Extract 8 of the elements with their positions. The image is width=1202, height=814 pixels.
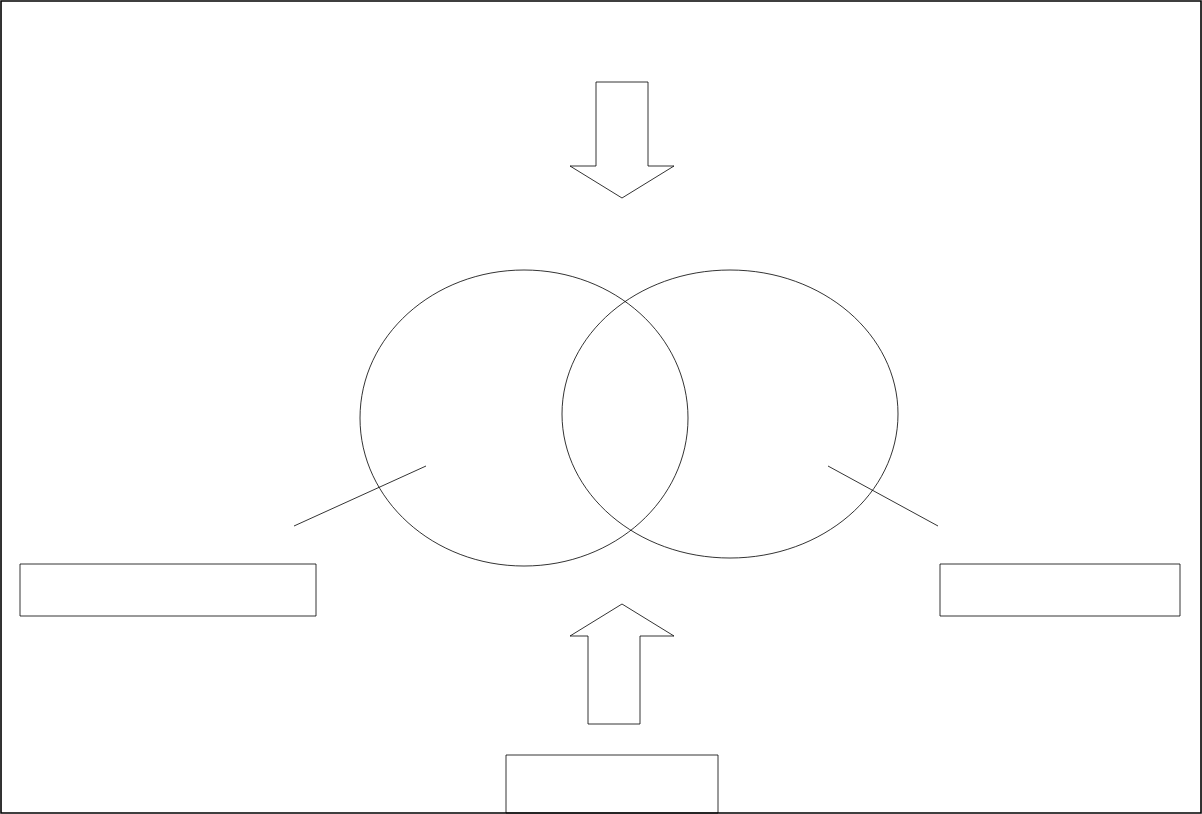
empty-box <box>939 563 1181 617</box>
ellipse <box>561 269 899 559</box>
leader-line <box>293 465 427 527</box>
leader-line <box>827 465 939 527</box>
block-arrow <box>569 603 675 725</box>
empty-box <box>505 754 719 814</box>
empty-box <box>19 563 317 617</box>
ellipse <box>359 269 689 567</box>
